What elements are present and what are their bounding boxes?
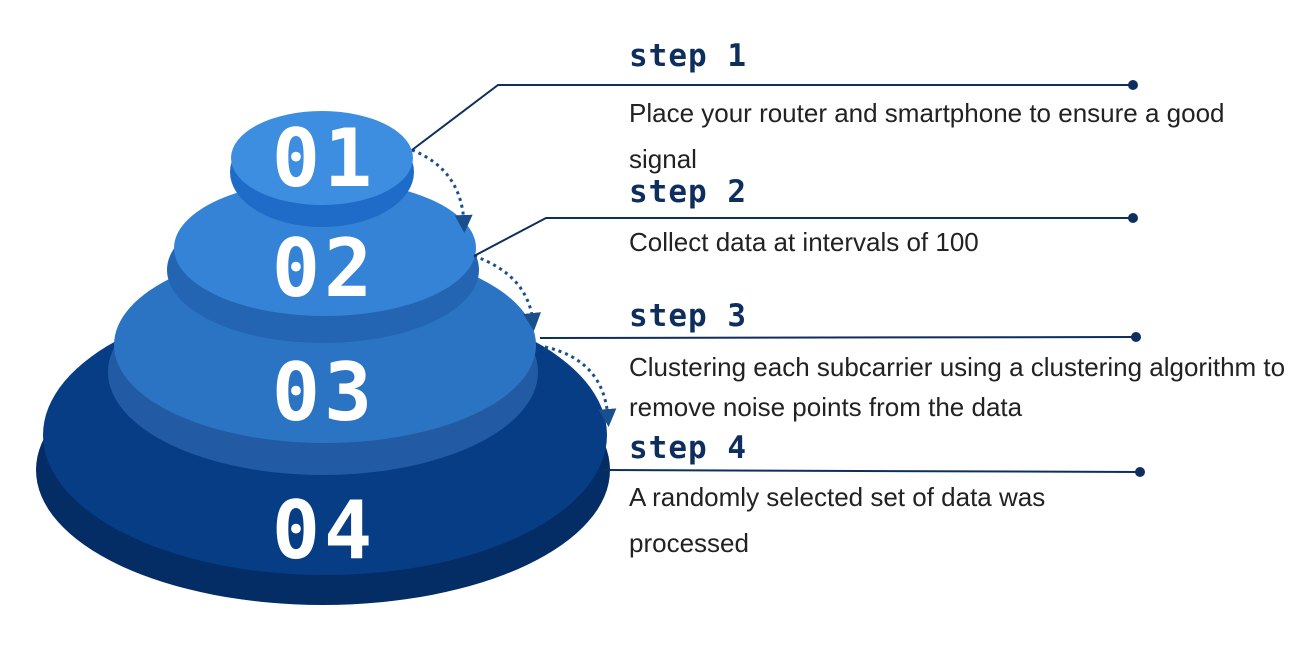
arrow-02-to-03	[473, 254, 541, 331]
layer-01	[230, 111, 414, 227]
step-3-description: Clustering each subcarrier using a clust…	[629, 352, 1286, 422]
step-1-description: Place your router and smartphone to ensu…	[629, 98, 1225, 174]
step-1-title: step 1	[629, 38, 747, 74]
arrow-01-to-02	[411, 148, 473, 233]
layer-02	[167, 180, 479, 343]
connector-step-3	[539, 332, 1141, 342]
connector-step-2	[473, 213, 1138, 257]
step-2-title: step 2	[629, 174, 747, 210]
layer-03-number: 03	[272, 346, 376, 439]
step-2-description: Collect data at intervals of 100	[629, 227, 979, 257]
layer-01-number: 01	[272, 112, 376, 205]
layer-01-top	[231, 111, 413, 205]
connector-step-1	[411, 80, 1138, 151]
step-4-description: A randomly selected set of data was proc…	[629, 482, 1046, 558]
arrow-03-to-04	[544, 345, 617, 427]
layer-02-top	[174, 180, 476, 316]
step-3-title: step 3	[629, 298, 747, 334]
step-4-title: step 4	[629, 430, 747, 466]
layer-04-number: 04	[272, 484, 376, 577]
layer-02-number: 02	[272, 222, 376, 315]
connector-step-4	[602, 467, 1145, 477]
